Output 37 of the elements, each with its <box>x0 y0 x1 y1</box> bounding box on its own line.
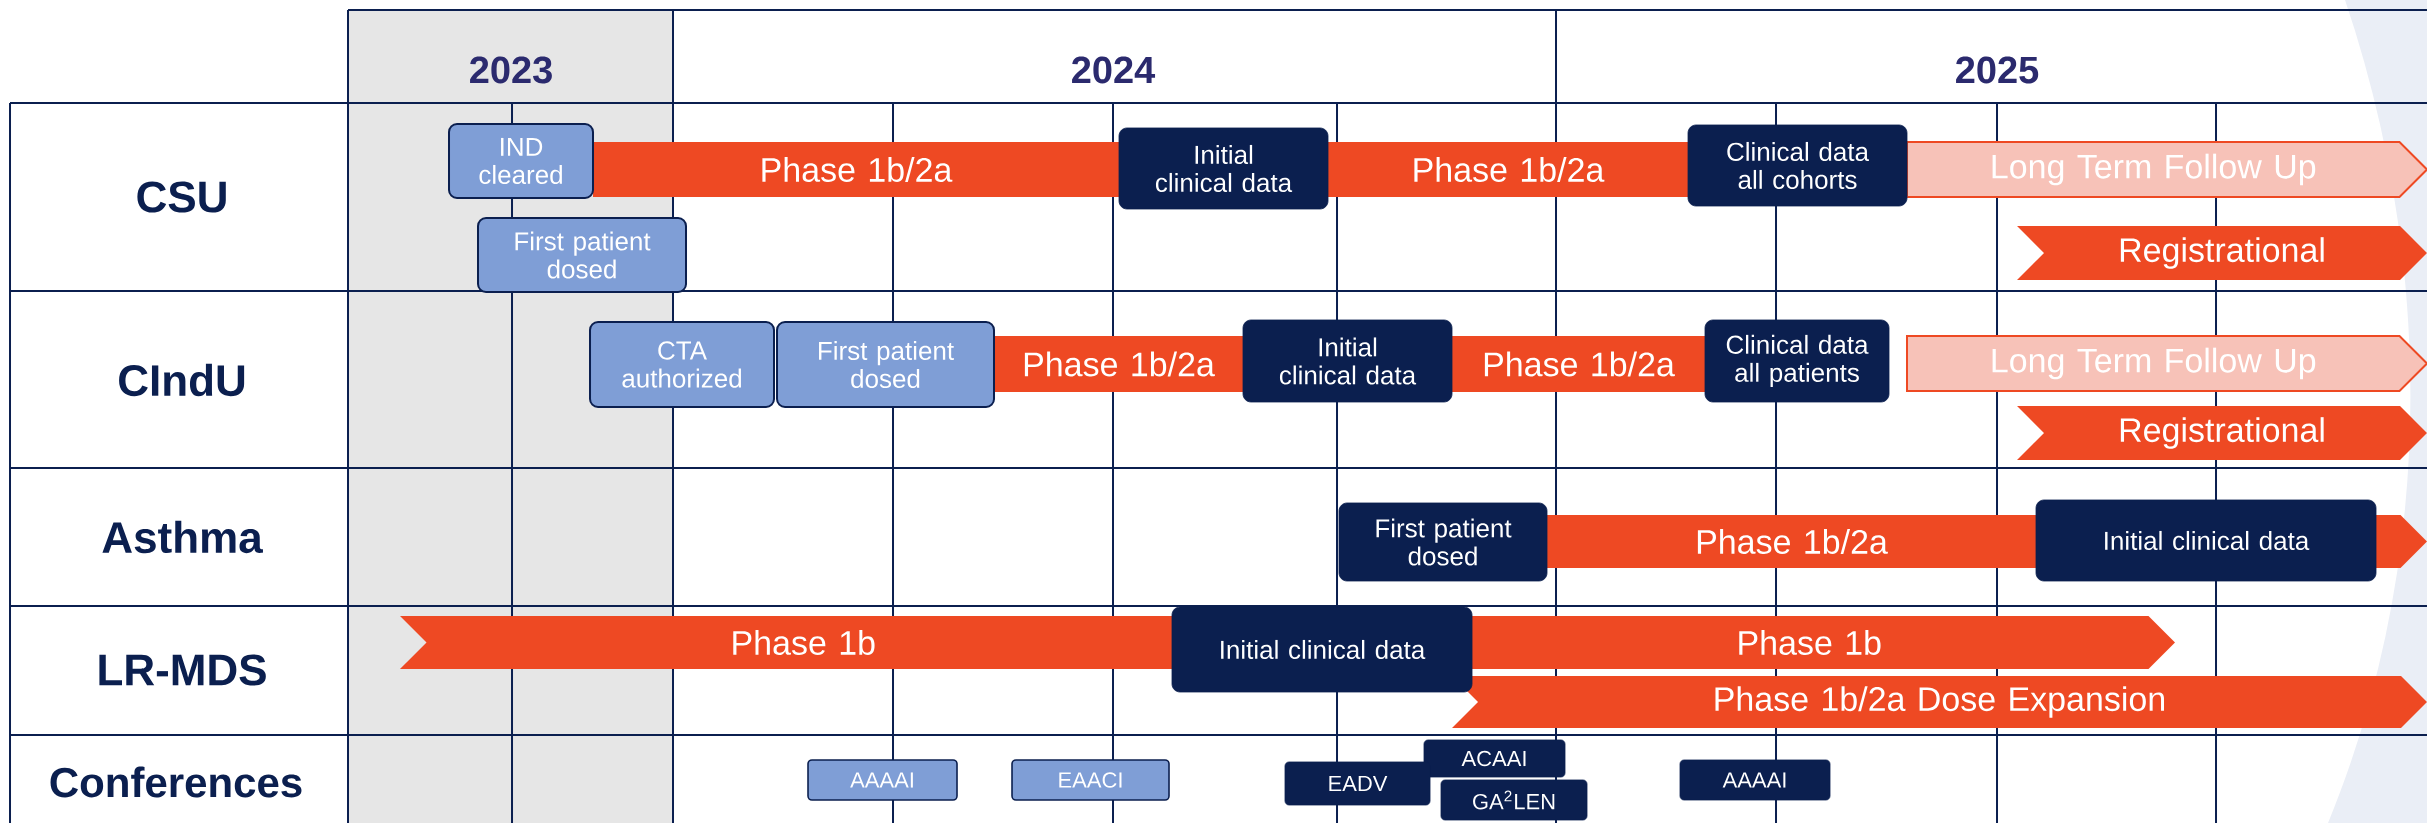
conference-box: GA$^{2}$LEN <box>1440 779 1588 821</box>
conference-box: EADV <box>1284 761 1431 806</box>
year-label: 2025 <box>1956 56 2039 84</box>
milestone-box: First patient dosed <box>477 217 687 293</box>
row-label: LR-MDS <box>99 654 266 686</box>
follow-up-bar: Long Term Follow Up <box>1906 141 2427 198</box>
conference-box: ACAAI <box>1423 739 1566 778</box>
conference-box: EAACI <box>1011 759 1170 801</box>
milestone-box: Initial clinical data <box>1118 127 1329 210</box>
milestone-box: Clinical data all patients <box>1704 319 1890 403</box>
phase-bar: Registrational <box>2017 226 2427 280</box>
row-label: CSU <box>137 181 226 213</box>
milestone-box: CTA authorized <box>589 321 775 408</box>
row-label: Asthma <box>102 520 263 554</box>
milestone-box: First patient dosed <box>776 321 995 408</box>
phase-bar: Phase 1b/2a <box>1452 336 1705 392</box>
milestone-box: Initial clinical data <box>1171 606 1473 693</box>
milestone-box: IND cleared <box>448 123 594 199</box>
node-label: GA$^{2}$LEN <box>1473 790 1555 810</box>
phase-bar: Phase 1b <box>400 616 1180 669</box>
milestone-box: Clinical data all cohorts <box>1687 124 1908 207</box>
milestone-box: Initial clinical data <box>2035 499 2377 582</box>
conference-box: AAAAI <box>807 759 958 801</box>
row-label: Conferences <box>50 766 302 798</box>
phase-bar: Phase 1b/2a <box>1328 142 1688 197</box>
phase-bar: Phase 1b/2a <box>593 142 1119 197</box>
year-label: 2024 <box>1072 56 1156 84</box>
milestone-box: Initial clinical data <box>1242 319 1453 403</box>
milestone-box: First patient dosed <box>1338 502 1548 582</box>
phase-bar: Registrational <box>2017 406 2427 460</box>
phase-bar: Phase 1b/2a Dose Expansion <box>1452 676 2427 728</box>
phase-bar: Phase 1b <box>1470 616 2175 669</box>
row-label: CIndU <box>119 363 245 397</box>
follow-up-bar: Long Term Follow Up <box>1906 335 2427 392</box>
phase-bar: Phase 1b/2a <box>994 336 1243 392</box>
year-label: 2023 <box>470 56 552 84</box>
conference-box: AAAAI <box>1679 759 1831 801</box>
